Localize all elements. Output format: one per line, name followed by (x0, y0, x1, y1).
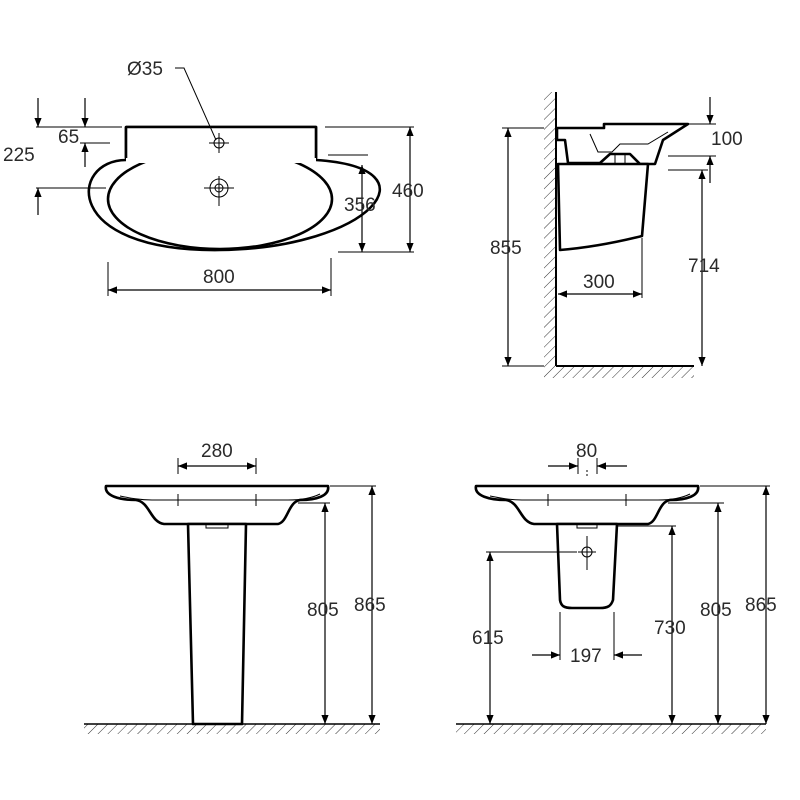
pedestal-column (186, 522, 248, 726)
bowl-depth-label: 356 (344, 195, 376, 216)
semi-tap-hole-right (620, 494, 632, 506)
total-width-label: 800 (203, 267, 235, 288)
top-bowl-ellipse (106, 147, 334, 251)
projection-label: 300 (583, 272, 615, 293)
basin-height-label: 100 (711, 129, 743, 150)
rim-height-label: 714 (688, 256, 720, 277)
waste-outlet (578, 536, 596, 570)
total-depth-label: 460 (392, 181, 424, 202)
semi-tap-hole-left (542, 494, 554, 506)
tap-offset-label: 225 (3, 145, 35, 166)
pedestal-front-view: 280 805 865 (84, 441, 386, 734)
side-floor-hatch (544, 366, 694, 378)
pedestal-tap-hole-right (250, 494, 262, 506)
pedestal-width-label: 280 (201, 441, 233, 462)
side-view: 100 855 714 300 (490, 92, 743, 378)
total-height-label: 855 (490, 238, 522, 259)
hole-diameter-label: Ø35 (127, 59, 163, 80)
semi-bottom-width-label: 197 (570, 646, 602, 667)
pedestal-floor-hatch (84, 724, 380, 734)
top-view: Ø35 65 225 356 460 800 (3, 59, 424, 296)
side-wall-hatch (544, 92, 556, 366)
pedestal-underside-label: 805 (307, 600, 339, 621)
back-depth-label: 65 (58, 127, 79, 148)
semi-width-label: 80 (576, 441, 597, 462)
pedestal-tap-hole-left (172, 494, 184, 506)
semi-pedestal-front-view: 80 197 615 730 805 865 (456, 441, 777, 734)
hole-leader-line (175, 67, 217, 141)
pedestal-rim-label: 865 (354, 595, 386, 616)
waste-height-label: 615 (472, 628, 504, 649)
side-pedestal (556, 162, 650, 252)
pedestal-basin (104, 484, 330, 526)
semi-underside-label: 805 (700, 600, 732, 621)
semi-pedestal-height-label: 730 (654, 618, 686, 639)
semi-basin (474, 484, 700, 526)
semi-rim-label: 865 (745, 595, 777, 616)
semi-floor-hatch (456, 724, 766, 734)
